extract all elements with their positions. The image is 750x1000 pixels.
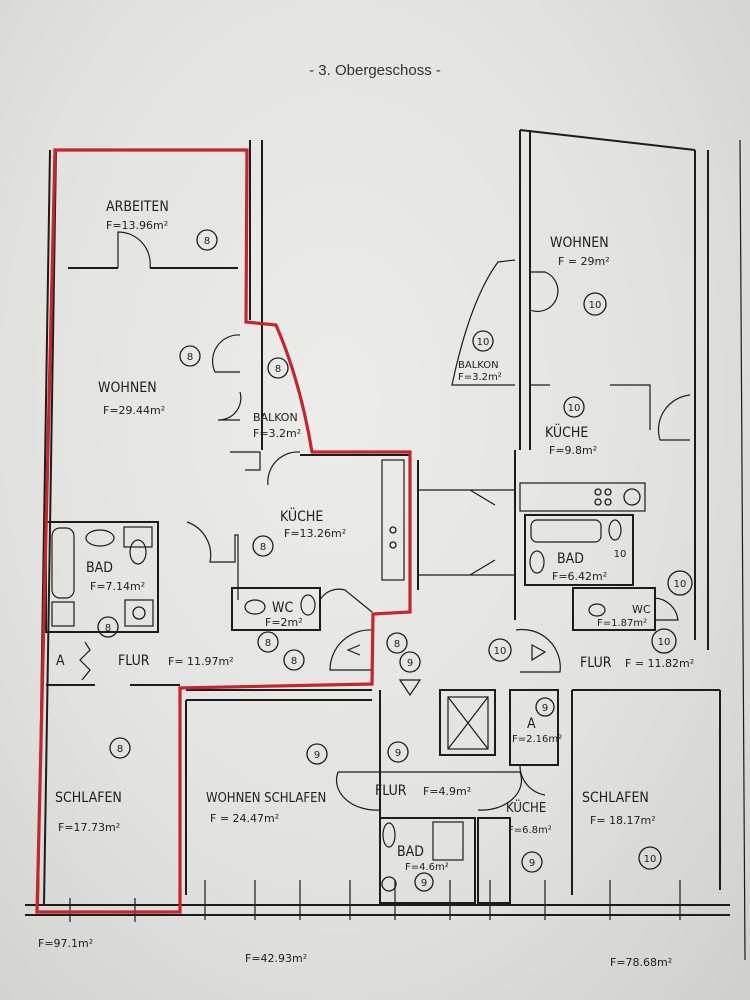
- room-area: F=17.73m²: [58, 821, 120, 834]
- room-area: F=4.9m²: [423, 785, 471, 798]
- room-schlafen-right: SCHLAFEN F= 18.17m² 10: [582, 790, 662, 870]
- room-arbeiten: ARBEITEN F=13.96m² 8: [106, 199, 218, 251]
- room-marker: 8: [105, 623, 111, 634]
- room-abstellraum-middle: A F=2.16m² 9: [512, 697, 562, 745]
- room-name: A: [527, 716, 536, 732]
- room-name: KÜCHE: [545, 423, 588, 441]
- room-name: WOHNEN: [550, 235, 609, 251]
- room-marker: 10: [644, 854, 657, 865]
- room-name: WOHNEN SCHLAFEN: [206, 791, 326, 806]
- room-kueche-middle: KÜCHE F=6.8m² 9: [506, 799, 552, 873]
- room-area: F= 11.97m²: [168, 655, 234, 668]
- room-name: FLUR: [580, 655, 612, 671]
- room-name: SCHLAFEN: [582, 790, 649, 806]
- room-marker: 9: [529, 858, 535, 869]
- room-area: F=13.26m²: [284, 527, 346, 540]
- room-marker: 9: [407, 658, 413, 669]
- room-area: F= 18.17m²: [590, 814, 656, 827]
- room-area: F=9.8m²: [549, 444, 597, 457]
- walls: [25, 129, 746, 961]
- apartment-totals: F=97.1m² F=42.93m² F=78.68m²: [38, 937, 672, 969]
- room-wohnen-right: WOHNEN F = 29m² 10: [550, 235, 610, 316]
- room-marker: 8: [260, 542, 266, 553]
- room-flur-middle: FLUR F=4.9m² 9: [375, 741, 471, 799]
- total-area-right: F=78.68m²: [610, 956, 672, 969]
- total-area-middle: F=42.93m²: [245, 952, 307, 965]
- room-area: F=2.16m²: [512, 734, 562, 745]
- room-marker: 9: [314, 750, 320, 761]
- room-area: F=3.2m²: [253, 427, 301, 440]
- abstellraum-label: A: [56, 653, 65, 669]
- room-area: F = 29m²: [558, 255, 610, 268]
- room-name: WC: [272, 600, 293, 616]
- room-flur-right: FLUR F = 11.82m² 10: [580, 570, 694, 671]
- room-name: BAD: [86, 560, 113, 576]
- room-labels: ARBEITEN F=13.96m² 8 WOHNEN F=29.44m² 8 BALK…: [55, 199, 694, 892]
- room-name: WOHNEN: [98, 380, 157, 396]
- room-bad-right: BAD F=6.42m² 10: [552, 549, 626, 583]
- total-area-left: F=97.1m²: [38, 937, 93, 950]
- room-marker: 8: [117, 744, 123, 755]
- room-area: F = 24.47m²: [210, 812, 279, 825]
- room-balkon-left: BALKON F=3.2m² 8: [253, 357, 301, 440]
- room-area: F=6.8m²: [508, 825, 552, 836]
- room-marker: 10: [589, 300, 602, 311]
- room-flur-left: FLUR F= 11.97m² 8 A: [56, 649, 305, 671]
- room-kueche-left: KÜCHE F=13.26m² 8: [252, 507, 346, 557]
- room-wohnen-left: WOHNEN F=29.44m² 8: [98, 345, 201, 417]
- room-marker: 8: [204, 236, 210, 247]
- room-bad-left: BAD F=7.14m² 8: [86, 560, 145, 638]
- room-marker: 10: [568, 403, 581, 414]
- room-area: F=3.2m²: [458, 372, 502, 383]
- room-wohnen-schlafen: WOHNEN SCHLAFEN F = 24.47m² 9: [206, 743, 328, 825]
- room-marker: 9: [542, 703, 548, 714]
- room-marker: 10: [658, 637, 671, 648]
- room-wc-right: WC F=1.87m² 10: [597, 603, 677, 654]
- room-name: ARBEITEN: [106, 199, 169, 215]
- room-area: F=13.96m²: [106, 219, 168, 232]
- room-area: F=1.87m²: [597, 618, 647, 629]
- room-name: WC: [632, 603, 651, 616]
- room-area: F = 11.82m²: [625, 657, 694, 670]
- room-marker: 10: [477, 337, 490, 348]
- room-marker: 9: [395, 748, 401, 759]
- room-wc-left: WCF=2m² 8: [257, 600, 303, 653]
- highlighted-apartment-outline: [35, 148, 412, 914]
- room-name: FLUR: [118, 653, 150, 669]
- room-kueche-right: KÜCHE F=9.8m² 10: [545, 396, 597, 457]
- room-area: F=2m²: [265, 616, 303, 629]
- room-marker: 10: [614, 549, 627, 560]
- room-name: KÜCHE: [506, 799, 546, 816]
- room-marker: 10: [674, 579, 687, 590]
- room-area: F=7.14m²: [90, 580, 145, 593]
- room-area: F=29.44m²: [103, 404, 165, 417]
- extra-markers: 8 8 8 9 10 9 10 10 10: [386, 632, 512, 673]
- room-bad-middle: BAD F=4.6m² 9: [397, 844, 449, 892]
- room-marker: 8: [394, 639, 400, 650]
- room-name: SCHLAFEN: [55, 790, 122, 806]
- room-marker: 9: [421, 878, 427, 889]
- room-marker: 8: [187, 352, 193, 363]
- room-name: BALKON: [458, 360, 499, 371]
- room-name: BAD: [557, 551, 584, 567]
- plan-title: - 3. Obergeschoss -: [309, 62, 441, 79]
- room-marker: 8: [265, 638, 271, 649]
- room-name: BALKON: [253, 411, 298, 424]
- room-area: F=6.42m²: [552, 570, 607, 583]
- room-name: BAD: [397, 844, 424, 860]
- room-area: F=4.6m²: [405, 862, 449, 873]
- room-schlafen-left: SCHLAFEN F=17.73m² 8: [55, 737, 131, 834]
- room-name: FLUR: [375, 783, 407, 799]
- room-marker: 10: [494, 646, 507, 657]
- room-marker: 8: [291, 656, 297, 667]
- room-name: KÜCHE: [280, 507, 323, 525]
- room-marker: 8: [275, 364, 281, 375]
